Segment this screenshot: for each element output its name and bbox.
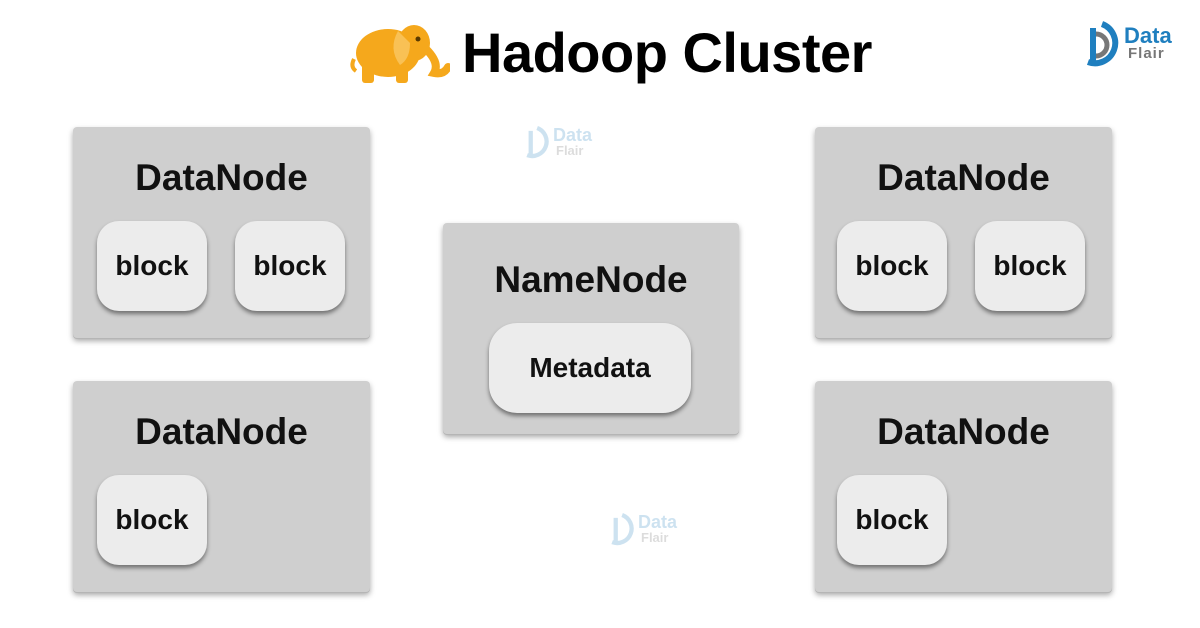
watermark-logo-icon bbox=[611, 512, 634, 546]
datanode-title: DataNode bbox=[877, 411, 1050, 452]
brand-logo: Data Flair bbox=[1078, 20, 1172, 70]
block: block bbox=[97, 475, 207, 565]
page-title: Hadoop Cluster bbox=[462, 20, 872, 84]
metadata-block: Metadata bbox=[489, 323, 691, 413]
datanode-panel: DataNode block bbox=[815, 381, 1112, 592]
block: block bbox=[837, 475, 947, 565]
watermark-line1: Data bbox=[553, 125, 593, 145]
datanode-title: DataNode bbox=[135, 157, 308, 198]
datanode-panel: DataNode block block bbox=[73, 127, 370, 338]
namenode-title: NameNode bbox=[494, 259, 688, 300]
dataflair-logo-icon bbox=[1086, 21, 1119, 67]
datanode-title: DataNode bbox=[135, 411, 308, 452]
header: Hadoop Cluster bbox=[348, 12, 872, 92]
brand-name-line2: Flair bbox=[1128, 45, 1165, 62]
namenode-panel: NameNode Metadata bbox=[443, 223, 739, 434]
block: block bbox=[837, 221, 947, 311]
brand-name-line1: Data bbox=[1124, 23, 1172, 48]
datanode-panel: DataNode block block bbox=[815, 127, 1112, 338]
elephant-icon bbox=[350, 25, 450, 83]
block: block bbox=[235, 221, 345, 311]
datanode-panel: DataNode block bbox=[73, 381, 370, 592]
watermark-line1: Data bbox=[638, 512, 678, 532]
watermark-logo-icon bbox=[526, 125, 549, 159]
watermark-line2: Flair bbox=[641, 530, 669, 545]
watermark-line2: Flair bbox=[556, 143, 584, 158]
block: block bbox=[97, 221, 207, 311]
datanode-title: DataNode bbox=[877, 157, 1050, 198]
block: block bbox=[975, 221, 1085, 311]
